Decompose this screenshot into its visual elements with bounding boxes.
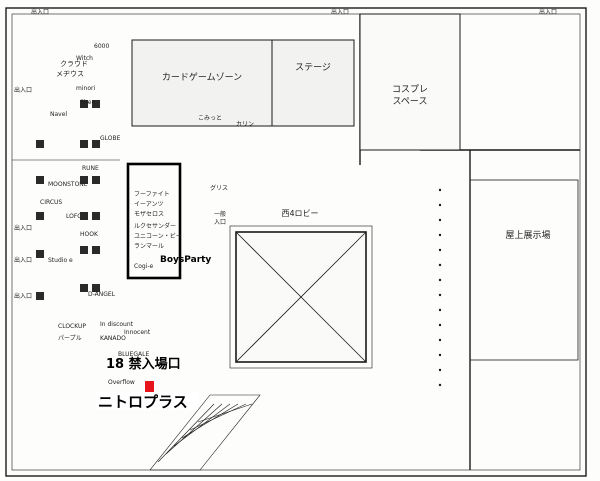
booth-siren: Siren [80, 99, 96, 106]
cosplay-label-line1: コスプレ [392, 84, 428, 95]
booth-boysparty: BoysParty [160, 255, 211, 265]
booth-minori: minori [76, 85, 95, 92]
entrance-left-d: 出入口 [14, 292, 32, 300]
booth-name-bg [96, 392, 198, 410]
rooftop-exhibit-label: 屋上展示場 [505, 229, 550, 241]
entrance-left-a: 出入口 [14, 86, 32, 94]
booth-indiscount: In discount [100, 321, 134, 328]
booth-globe: GLOBE [100, 135, 121, 142]
escalator-stairs [149, 394, 261, 471]
cosplay-space [359, 13, 461, 151]
age-restricted-entrance-label: 18 禁入場口 [106, 356, 181, 372]
central-pyramid-hall [229, 225, 373, 369]
booth-gurus: グリス [210, 184, 228, 192]
cosplay-label-line2: スペース [393, 97, 428, 107]
general-entrance-line2: 入口 [214, 219, 226, 226]
booth-navel: Navel [50, 111, 67, 118]
stage-label: ステージ [295, 62, 331, 73]
card-game-zone [131, 39, 273, 127]
entrance-top-a: 出入口 [31, 8, 49, 16]
entrance-left-c: 出入口 [14, 256, 32, 264]
booth-circus: CIRCUS [40, 199, 62, 206]
booth-d-angel: D-ANGEL [88, 291, 116, 298]
booth-studio-e: Studio e [48, 257, 73, 264]
dotted-walkway [438, 188, 442, 387]
booth-purple: パープル [58, 335, 82, 342]
booth-comic: こみっと [198, 115, 222, 122]
entrance-top-b: 出入口 [331, 8, 349, 16]
booth-mosaic: モザセロス [134, 211, 164, 218]
booth-witch: Witch [76, 55, 93, 62]
booth-lanmar: ランマール [134, 243, 164, 250]
card-game-zone-label: カードゲームゾーン [162, 71, 242, 83]
booth-rune: RUNE [82, 165, 99, 172]
booth-eiannt: イーアンツ [134, 201, 164, 208]
booth-location-marker [145, 381, 154, 392]
booth-karin: カリン [236, 121, 254, 128]
rooftop-exhibit-area [469, 179, 579, 361]
booth-hook: HOOK [80, 231, 99, 238]
booth-lucent: ルクセサンダー [134, 222, 176, 230]
booth-bluegale: BLUEGALE [118, 351, 149, 358]
booth-moonstone: MOONSTONE [48, 181, 88, 188]
booth-crowd: クラウド [60, 60, 88, 68]
entrance-left-b: 出入口 [14, 224, 32, 232]
booth-medius: メヂウス [56, 70, 84, 78]
booth-innocent: Innocent [124, 329, 151, 336]
booth-lofc: LOFC [66, 213, 82, 220]
booth-clockup: CLOCKUP [58, 323, 86, 330]
booth-6000: 6000 [94, 43, 109, 50]
west4-lobby-label: 西4ロビー [281, 209, 318, 218]
highlighted-booth-block [126, 162, 182, 280]
booth-name-label: ニトロプラス [98, 393, 188, 411]
booth-fuzzy: フーファイト [134, 191, 170, 198]
general-entrance-line1: 一般 [214, 210, 226, 218]
stage-zone [271, 39, 355, 127]
booth-blocks [36, 100, 100, 300]
entrance-top-c: 出入口 [539, 8, 557, 16]
booth-overflow: Overflow [108, 379, 135, 386]
booth-kanado: KANADO [100, 335, 126, 342]
booth-unicorn: ユニコーン・ビー [134, 232, 182, 240]
booth-cocoa: Cogi-e [134, 263, 154, 270]
